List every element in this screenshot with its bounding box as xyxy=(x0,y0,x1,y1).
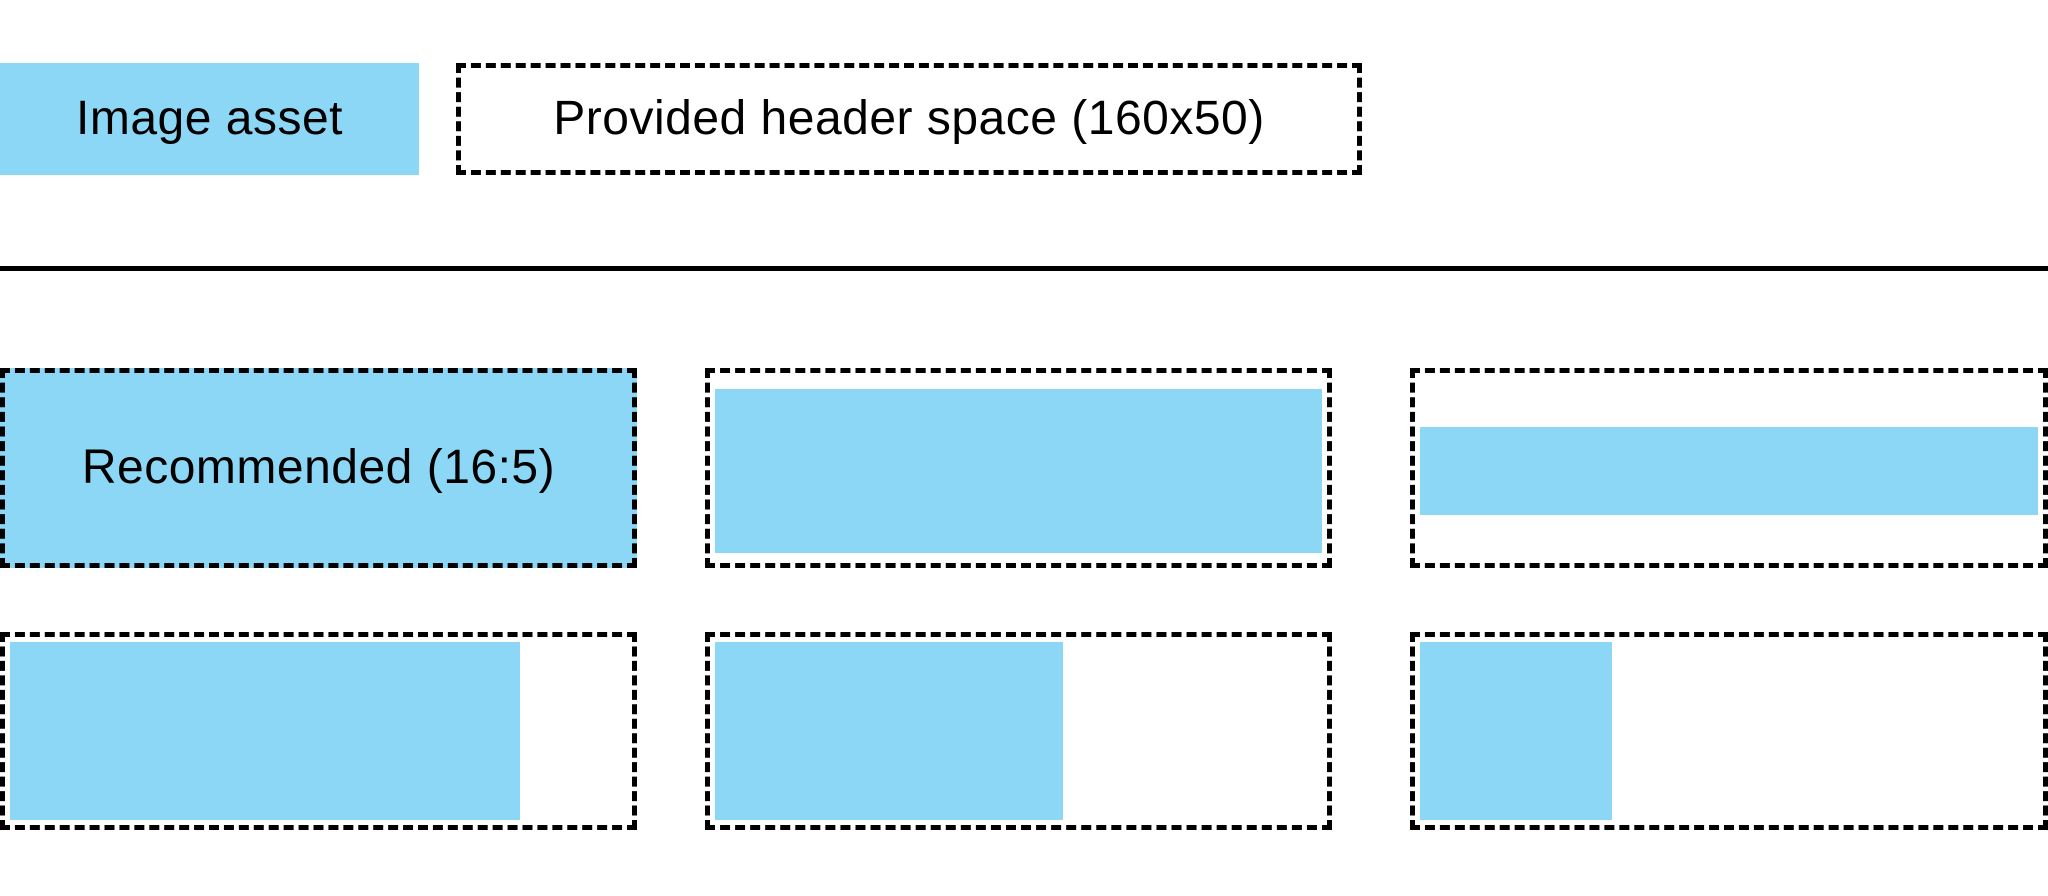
example-cell-thin-band xyxy=(1410,368,2048,568)
asset-fill-left-55 xyxy=(715,642,1063,820)
example-cell-wide-band xyxy=(705,368,1332,568)
example-cell-left-55 xyxy=(705,632,1332,830)
example-cell-left-31 xyxy=(1410,632,2048,830)
section-divider xyxy=(0,266,2048,271)
example-cell-left-80 xyxy=(0,632,637,830)
recommended-label: Recommended (16:5) xyxy=(81,441,556,494)
example-cell-recommended: Recommended (16:5) xyxy=(0,368,637,568)
asset-fill-thin-band xyxy=(1420,427,2038,515)
asset-fill-left-80 xyxy=(10,642,520,820)
legend-header-space-label: Provided header space (160x50) xyxy=(553,92,1265,145)
legend-image-asset-label: Image asset xyxy=(76,92,343,145)
legend-image-asset-swatch: Image asset xyxy=(0,63,419,175)
asset-fill-wide-band xyxy=(715,389,1322,553)
legend-header-space-box: Provided header space (160x50) xyxy=(456,63,1362,175)
asset-fill-left-31 xyxy=(1420,642,1612,820)
